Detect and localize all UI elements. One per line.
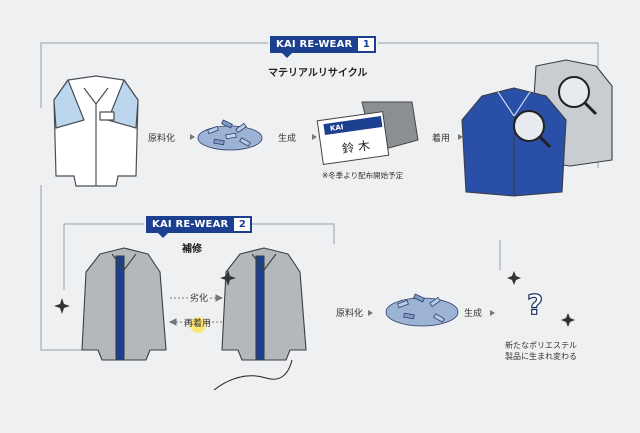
result-text-line1: 新たなポリエステル (505, 341, 577, 350)
step-label-wear: 着用 (430, 131, 453, 144)
step2-label-generate: 生成 (462, 306, 485, 319)
pellet-pile-2 (385, 293, 459, 327)
kai-rewear-tag-2: KAI RE-WEAR 2 (146, 216, 253, 238)
gray-jacket-worn-illustration (213, 247, 307, 391)
section1-title: マテリアルリサイクル (268, 68, 368, 79)
rewear-label: 再着用 (184, 319, 212, 329)
gray-jacket-left-illustration (81, 247, 167, 361)
white-jacket-illustration (53, 75, 139, 187)
uniform-jackets-illustration (461, 59, 613, 197)
rewear-highlight (190, 317, 206, 333)
section2-title: 補修 (182, 244, 202, 255)
step2-label-raw-material: 原料化 (334, 306, 366, 319)
step-label-generate: 生成 (276, 131, 299, 144)
degrade-rewear-arrows (168, 294, 224, 326)
tag-1-text: KAI RE-WEAR (276, 39, 353, 50)
distribution-note: ※冬季より配布開始予定 (322, 171, 404, 180)
pellet-pile-1 (197, 119, 263, 151)
step-arrows (190, 134, 495, 316)
tag-2-number: 2 (234, 218, 251, 231)
name-tag-illustration (316, 101, 419, 165)
tag-2-text: KAI RE-WEAR (152, 219, 229, 230)
step-label-raw-material: 原料化 (146, 131, 178, 144)
question-mark-icon: ? (527, 288, 543, 321)
degrade-label: 劣化 (188, 291, 211, 304)
sparkle-icons (54, 270, 575, 327)
result-text-line2: 製品に生まれ変わる (505, 352, 577, 361)
result-text: 新たなポリエステル 製品に生まれ変わる (496, 340, 586, 362)
tag-1-number: 1 (358, 38, 375, 51)
kai-rewear-tag-1: KAI RE-WEAR 1 (270, 36, 377, 58)
